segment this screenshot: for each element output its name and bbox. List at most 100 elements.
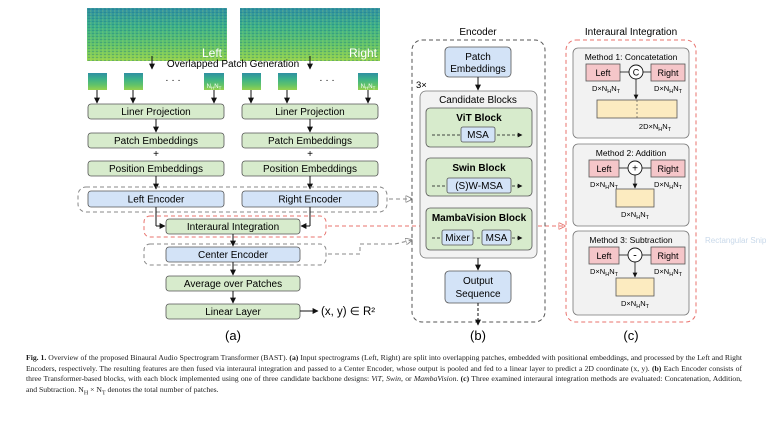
caption-fig-label: Fig. 1.: [26, 353, 47, 362]
svg-text:Embeddings: Embeddings: [450, 64, 506, 75]
right-liner-projection-box: Liner Projection: [241, 103, 379, 120]
svg-text:Patch Embeddings: Patch Embeddings: [268, 136, 352, 147]
svg-text:D×NHNT: D×NHNT: [654, 84, 683, 95]
caption-sep1: ,: [381, 374, 387, 384]
left-encoder-box: Left Encoder: [87, 190, 225, 208]
caption-swin: Swin: [386, 374, 402, 384]
svg-text:D×NHNT: D×NHNT: [590, 180, 619, 191]
svg-text:Interaural Integration: Interaural Integration: [187, 222, 279, 233]
caption-intro: Overview of the proposed Binaural Audio …: [46, 353, 290, 362]
encoder-repeat-label: 3×: [416, 80, 427, 91]
swin-block: Swin Block (S)W-MSA: [425, 157, 533, 197]
caption-b-text: Each Encoder consists of three Transform…: [26, 363, 743, 384]
svg-text:Method 1: Concatetation: Method 1: Concatetation: [585, 52, 678, 62]
left-spectrogram-label: Left: [202, 46, 223, 60]
right-patch-index: NHNT: [361, 84, 376, 91]
average-over-patches-box: Average over Patches: [165, 275, 301, 292]
caption-sep2: , or: [401, 374, 414, 384]
left-spectrogram: Left: [87, 8, 227, 61]
integration-panel-frame: [565, 39, 697, 323]
svg-text:2D×NHNT: 2D×NHNT: [639, 122, 672, 133]
interaural-dashed-group: [143, 215, 327, 238]
caption-sub-t: T: [101, 390, 106, 397]
caption-mamba: MambaVision: [413, 374, 457, 384]
svg-text:Center Encoder: Center Encoder: [198, 250, 269, 261]
svg-text:Right Encoder: Right Encoder: [278, 195, 342, 206]
figure-caption: Fig. 1. Overview of the proposed Binaura…: [26, 353, 742, 399]
overlapped-patch-generation: Overlapped Patch Generation: [167, 59, 299, 70]
candidate-blocks-title: Candidate Blocks: [439, 95, 517, 106]
svg-text:Swin Block: Swin Block: [452, 163, 506, 174]
svg-text:D×NHNT: D×NHNT: [590, 267, 619, 278]
svg-text:Left: Left: [596, 251, 612, 261]
output-sequence-box: Output Sequence: [444, 270, 512, 304]
svg-text:Average over Patches: Average over Patches: [184, 279, 282, 290]
caption-sub-h: H: [83, 390, 89, 397]
method-subtraction: Method 3: Subtraction Left Right - D×NHN…: [572, 230, 690, 316]
caption-vit: ViT: [371, 374, 382, 384]
svg-text:Right: Right: [657, 164, 679, 174]
caption-sep3: .: [456, 374, 461, 384]
encoders-dashed-group: [77, 186, 388, 213]
svg-text:Output: Output: [463, 276, 493, 287]
svg-text:MSA: MSA: [486, 233, 508, 244]
svg-text:D×NHNT: D×NHNT: [621, 299, 650, 310]
right-patch-ellipsis: · · ·: [319, 75, 335, 86]
interaural-integration-box: Interaural Integration: [165, 218, 301, 235]
panel-label-b: (b): [470, 328, 486, 343]
mambavision-block: MambaVision Block Mixer MSA: [425, 207, 533, 251]
method-concatenation: Method 1: Concatetation Left Right C D×N…: [572, 47, 690, 139]
svg-text:D×NHNT: D×NHNT: [654, 180, 683, 191]
encoder-panel-title: Encoder: [459, 27, 497, 38]
right-encoder-box: Right Encoder: [241, 190, 379, 208]
panel-label-a: (a): [225, 328, 241, 343]
right-patches: · · · NHNT: [242, 73, 378, 91]
svg-text:Liner Projection: Liner Projection: [121, 107, 190, 118]
right-position-embeddings-box: Position Embeddings: [241, 160, 379, 177]
svg-text:MambaVision Block: MambaVision Block: [432, 213, 527, 224]
panel-label-c: (c): [623, 328, 638, 343]
svg-text:(S)W-MSA: (S)W-MSA: [455, 181, 503, 192]
caption-c-label: (c): [460, 374, 470, 384]
vit-block: ViT Block MSA: [425, 107, 533, 148]
svg-text:Sequence: Sequence: [455, 289, 500, 300]
left-plus: +: [153, 149, 159, 160]
svg-text:D×NHNT: D×NHNT: [654, 267, 683, 278]
left-patch-index: NHNT: [207, 84, 222, 91]
svg-text:Left: Left: [595, 68, 611, 78]
left-patches: · · · NHNT: [88, 73, 224, 91]
figure-1: Left Right Overlapped Patch Generation ·…: [77, 8, 767, 343]
rectangular-snip-ghost: Rectangular Snip: [705, 236, 767, 245]
encoder-patch-embeddings-box: Patch Embeddings: [444, 46, 512, 78]
linear-layer-box: Linear Layer: [165, 303, 301, 320]
svg-text:Patch Embeddings: Patch Embeddings: [114, 136, 198, 147]
svg-text:Mixer: Mixer: [445, 233, 470, 244]
left-liner-projection-box: Liner Projection: [87, 103, 225, 120]
svg-text:Position Embeddings: Position Embeddings: [109, 164, 203, 175]
svg-text:ViT Block: ViT Block: [456, 113, 502, 124]
svg-text:Method 2: Addition: Method 2: Addition: [596, 148, 667, 158]
left-patch-ellipsis: · · ·: [165, 75, 181, 86]
svg-text:Right: Right: [657, 251, 679, 261]
caption-b-label: (b): [651, 363, 662, 373]
center-encoder-dashed-group: [143, 243, 327, 266]
right-spectrogram-label: Right: [349, 46, 378, 60]
caption-c-text: Three examined interaural integration me…: [26, 374, 742, 394]
left-position-embeddings-box: Position Embeddings: [87, 160, 225, 177]
svg-text:MSA: MSA: [467, 130, 489, 141]
method-addition: Method 2: Addition Left Right + D×NHNT D…: [572, 143, 690, 227]
caption-a-text: Input spectrograms (Left, Right) are spl…: [26, 353, 742, 373]
svg-text:Method 3: Subtraction: Method 3: Subtraction: [589, 235, 672, 245]
svg-text:Patch: Patch: [465, 52, 491, 63]
svg-text:D×NHNT: D×NHNT: [592, 84, 621, 95]
caption-a-label: (a): [289, 353, 299, 362]
caption-times: × N: [88, 384, 102, 394]
svg-text:Left: Left: [596, 164, 612, 174]
svg-text:-: -: [633, 250, 637, 262]
right-patch-embeddings-box: Patch Embeddings: [241, 132, 379, 149]
svg-text:Position Embeddings: Position Embeddings: [263, 164, 357, 175]
caption-c-text-end: denotes the total number of patches.: [105, 384, 219, 394]
integration-panel-title: Interaural Integration: [585, 27, 677, 38]
center-encoder-box: Center Encoder: [165, 246, 301, 263]
svg-text:Left Encoder: Left Encoder: [128, 195, 185, 206]
